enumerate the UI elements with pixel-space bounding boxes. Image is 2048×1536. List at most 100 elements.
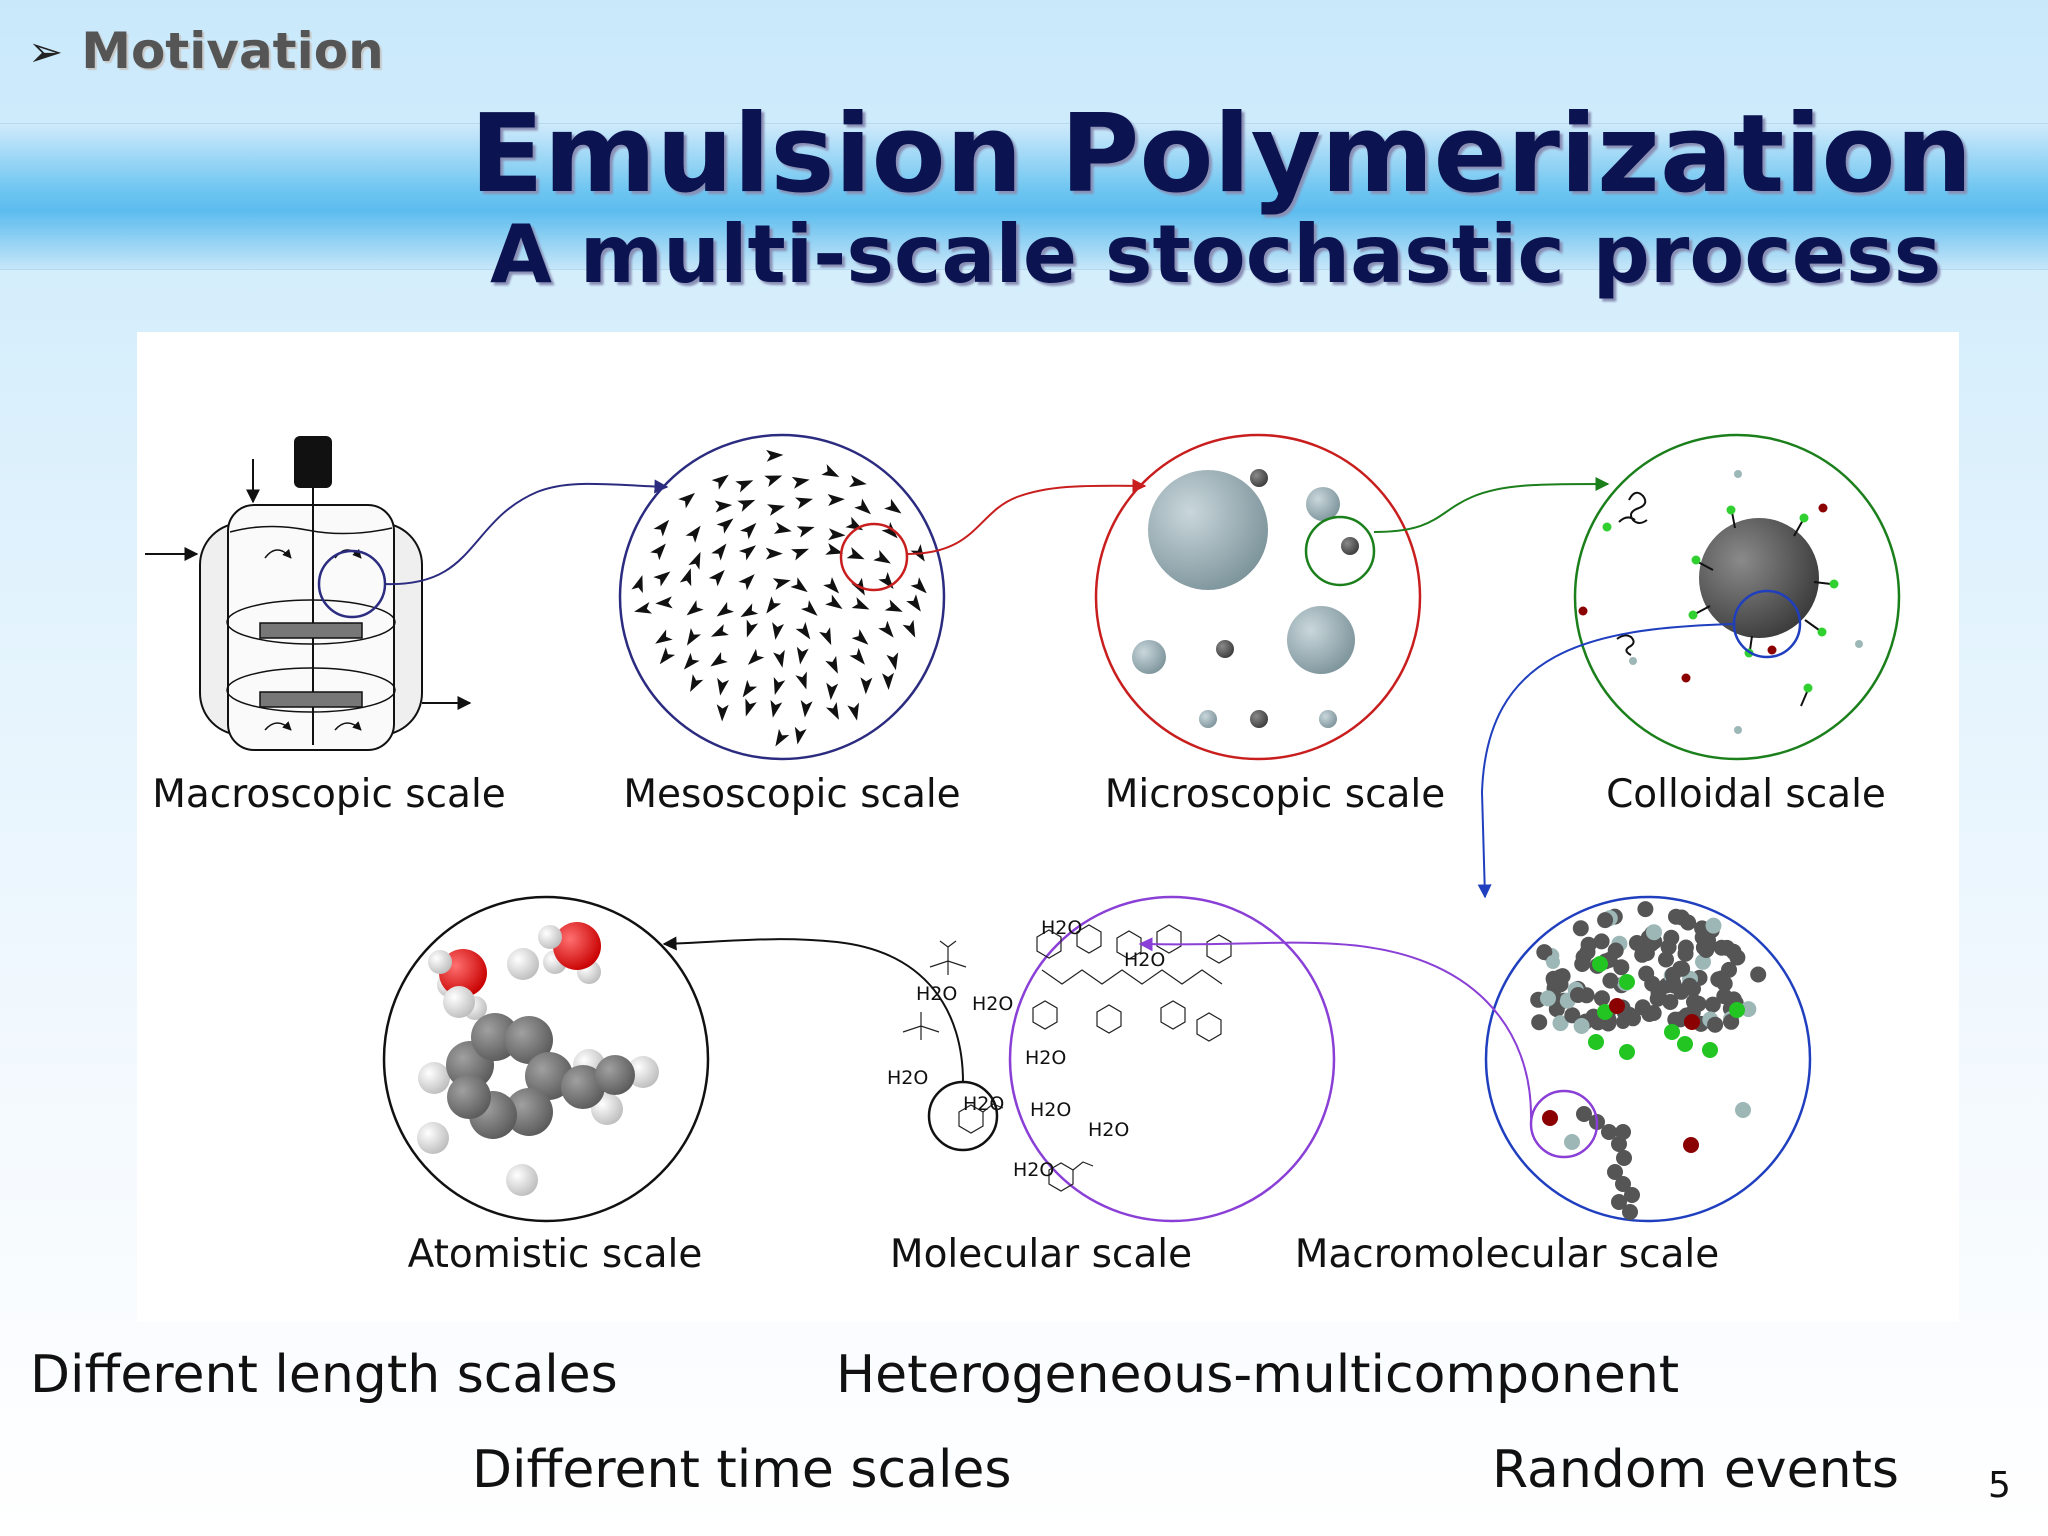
flow-arrow <box>825 594 843 610</box>
microscopic-circle <box>1094 433 1422 761</box>
flow-arrow <box>882 672 895 690</box>
polymer-bead <box>1597 1004 1613 1020</box>
flow-arrow <box>716 704 729 722</box>
flow-arrow <box>655 596 673 609</box>
flow-arrow <box>846 547 865 560</box>
polymer-bead <box>1593 933 1610 950</box>
polymer-bead <box>1716 988 1733 1005</box>
polymer-bead <box>1546 955 1560 969</box>
flow-arrow <box>770 699 783 718</box>
polymer-bead <box>1750 966 1767 983</box>
polymer-bead <box>1677 1036 1693 1052</box>
polymer-bead <box>1683 1137 1699 1153</box>
flow-arrow <box>766 596 782 614</box>
flow-arrow <box>717 677 729 696</box>
flow-arrow <box>795 622 811 640</box>
flow-arrow <box>772 622 784 640</box>
flow-arrow <box>796 646 809 665</box>
flow-arrow <box>738 574 755 591</box>
flow-arrow <box>800 600 818 616</box>
flow-arrow <box>828 528 846 541</box>
flow-arrow <box>800 700 813 718</box>
polymer-bead <box>1658 951 1674 968</box>
polymer-bead <box>1554 968 1571 985</box>
flow-arrow <box>659 647 676 665</box>
flow-arrow <box>683 652 700 670</box>
water-label: H2O <box>1025 1047 1066 1069</box>
flow-arrow <box>851 597 870 610</box>
polymer-bead <box>1601 1124 1617 1140</box>
flow-arrow <box>795 671 807 690</box>
polymer-bead <box>1613 959 1630 976</box>
polymer-bead <box>1536 944 1553 961</box>
flow-arrow <box>886 652 899 671</box>
polymer-bead <box>1677 945 1694 962</box>
flow-arrow <box>772 578 791 590</box>
flow-arrow <box>819 627 832 646</box>
polymer-bead <box>1674 960 1691 977</box>
arrow-colloidal-to-macromolecular <box>1477 623 1735 899</box>
flow-arrow <box>685 525 701 543</box>
flow-arrow <box>738 545 756 561</box>
polymer-bead <box>1594 990 1610 1007</box>
polymer-bead <box>1552 1015 1569 1032</box>
polymer-bead <box>1607 1164 1623 1180</box>
page-subtitle: A multi-scale stochastic process <box>490 208 1942 301</box>
label-atomistic-scale: Atomistic scale <box>407 1232 703 1277</box>
atomistic-circle <box>382 895 710 1223</box>
polymer-bead <box>1531 1014 1548 1031</box>
polymer-bead <box>1609 998 1625 1014</box>
water-label: H2O <box>887 1067 928 1089</box>
flow-arrow <box>711 543 727 561</box>
label-macroscopic-scale: Macroscopic scale <box>152 772 506 817</box>
polymer-bead <box>1697 936 1714 953</box>
polymer-bead <box>1660 939 1677 956</box>
point-time-scales: Different time scales <box>472 1440 1012 1500</box>
flow-arrow <box>854 498 871 515</box>
water-label: H2O <box>1030 1099 1071 1121</box>
polymer-bead <box>1615 1176 1631 1192</box>
styrene-space-filling-model <box>417 948 659 1196</box>
reactor-icon <box>145 436 472 751</box>
flow-arrow <box>823 576 840 594</box>
flow-arrow <box>710 652 728 667</box>
bullet-arrow-icon: ➢ <box>28 26 64 76</box>
arrow-meso-to-micro <box>906 478 1147 555</box>
polymer-bead <box>1735 1102 1751 1118</box>
flow-arrow <box>847 702 860 721</box>
macromolecular-circle <box>1484 895 1812 1223</box>
flow-arrow <box>631 575 643 594</box>
flow-arrow <box>716 601 734 617</box>
mesoscopic-circle <box>618 433 946 761</box>
flow-arrow <box>679 568 692 587</box>
water-label: H2O <box>1124 949 1165 971</box>
surfactant-structures <box>902 940 967 1040</box>
flow-arrow <box>653 519 670 537</box>
polymer-bead <box>1702 1042 1718 1058</box>
flow-arrow <box>735 480 754 493</box>
flow-arrow <box>821 464 840 477</box>
point-heterogeneous: Heterogeneous-multicomponent <box>836 1345 1680 1405</box>
flow-arrow <box>650 543 666 561</box>
flow-arrow <box>766 449 784 462</box>
polymer-bead <box>1719 939 1735 956</box>
flow-arrow <box>686 628 702 646</box>
flow-arrow <box>716 518 734 534</box>
polymer-bead <box>1607 942 1624 959</box>
flow-arrow <box>860 677 873 695</box>
water-label: H2O <box>1013 1159 1054 1181</box>
flow-arrow <box>710 624 729 637</box>
polymer-bead <box>1641 1006 1658 1022</box>
flow-arrow <box>690 674 704 692</box>
polymer-bead <box>1664 1024 1680 1040</box>
flow-arrow <box>653 571 671 587</box>
flow-arrow <box>851 629 869 645</box>
flow-arrow <box>790 577 808 593</box>
page-number: 5 <box>1988 1465 2011 1506</box>
polymer-bead <box>1729 1002 1745 1018</box>
polymer-bead <box>1624 1187 1640 1203</box>
flow-arrow <box>708 569 725 587</box>
point-random-events: Random events <box>1492 1440 1900 1500</box>
